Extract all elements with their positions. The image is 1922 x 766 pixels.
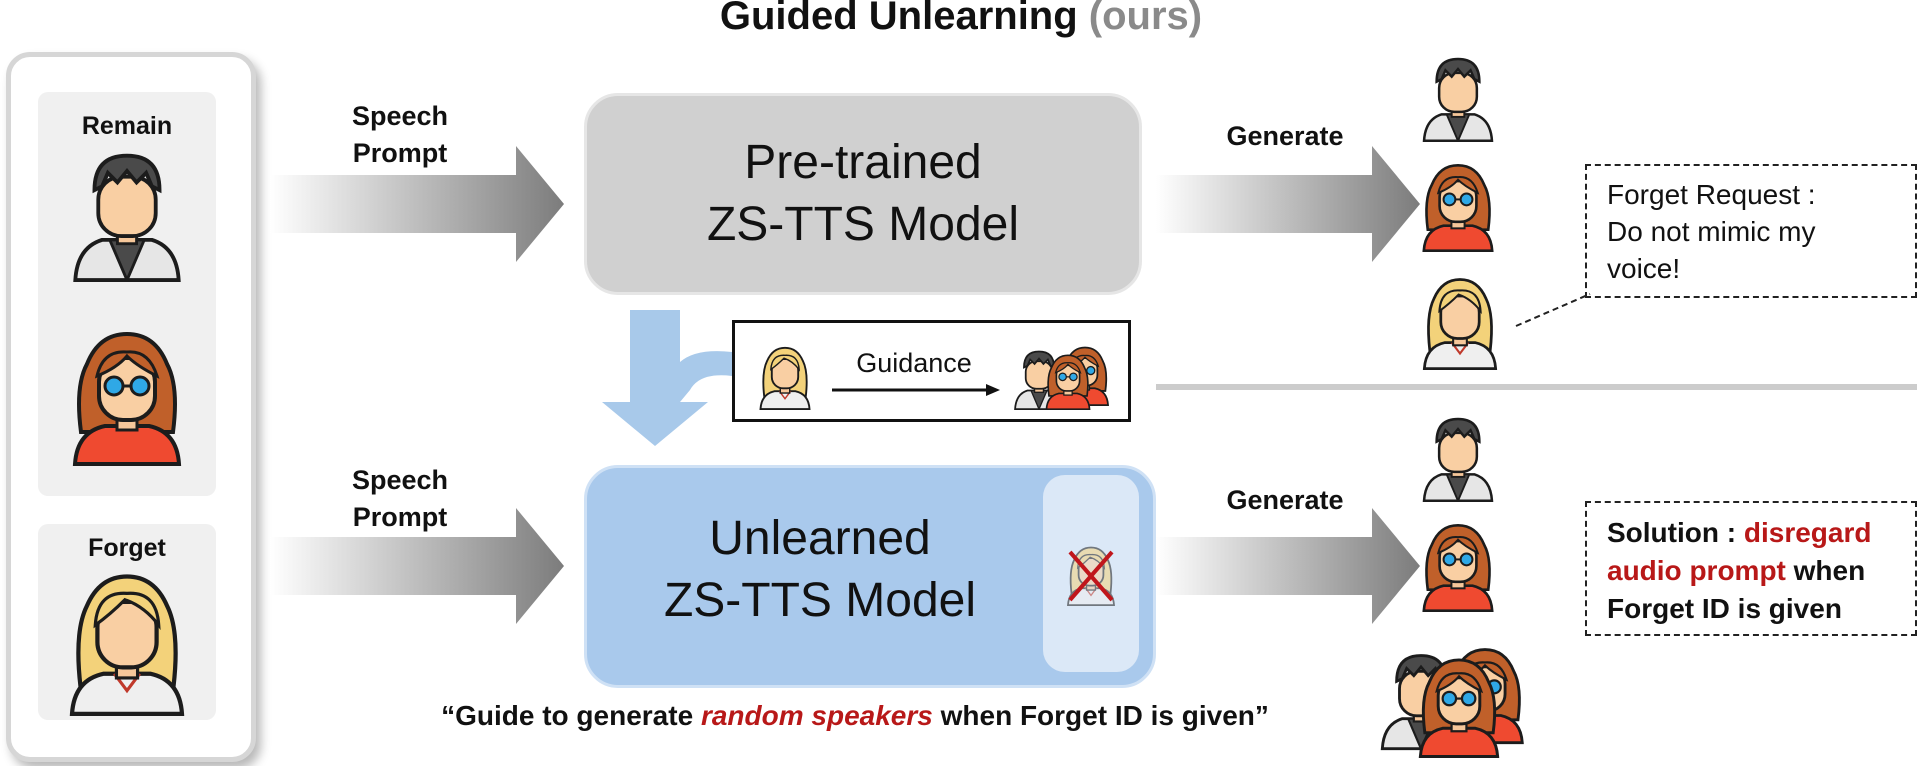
bottom-output-arrow: [1156, 508, 1420, 624]
guidance-down-arrow: [602, 310, 732, 446]
pretrained-model-line1: Pre-trained: [744, 136, 982, 189]
woman-glasses-avatar-icon: [1414, 520, 1502, 612]
remain-label: Remain: [81, 112, 173, 140]
guidance-caption: “Guide to generate random speakers when …: [441, 700, 1269, 731]
woman-glasses-avatar-icon: [60, 326, 194, 466]
unlearned-model-line2: ZS-TTS Model: [663, 574, 977, 627]
top-input-arrow: [270, 146, 564, 262]
bottom-generate-label: Generate: [1226, 485, 1344, 515]
man-avatar-icon: [1414, 54, 1502, 142]
solution-line3: Forget ID is given: [1607, 593, 1842, 624]
man-avatar-icon: [1414, 414, 1502, 502]
top-speech-prompt-label: Speech Prompt: [351, 101, 449, 168]
forget-request-line1: Forget Request :: [1607, 179, 1816, 210]
solution-prefix: Solution: [1607, 517, 1719, 548]
group-avatar-icon: [1378, 640, 1548, 758]
blonde-woman-avatar-icon: [1416, 274, 1504, 370]
title-main: Guided Unlearning: [719, 0, 1078, 38]
unlearned-model-label: Unlearned ZS-TTS Model: [584, 508, 1056, 632]
forget-label: Forget: [88, 534, 166, 562]
guidance-label: Guidance: [856, 348, 972, 378]
pretrained-model-box: Pre-trained ZS-TTS Model: [584, 93, 1142, 295]
top-output-arrow: [1156, 146, 1420, 262]
top-generate-label: Generate: [1226, 121, 1344, 151]
unlearned-model-line1: Unlearned: [709, 512, 931, 565]
bottom-speech-prompt-label: Speech Prompt: [351, 465, 449, 532]
solution-highlight-disregard: disregard: [1743, 517, 1872, 548]
blonde-woman-avatar-icon: [756, 344, 814, 410]
solution-box: Solution : disregard audio prompt when F…: [1585, 501, 1917, 636]
forget-request-line3: voice!: [1607, 253, 1681, 284]
crossed-out-avatar-icon: [1067, 546, 1115, 606]
guidance-arrow: [832, 384, 1000, 396]
bottom-input-arrow: [270, 508, 564, 624]
woman-glasses-avatar-icon: [1414, 160, 1502, 252]
caption-highlight: random speakers: [700, 700, 933, 731]
title-suffix: (ours): [1088, 0, 1203, 38]
group-avatar-icon: [1010, 344, 1126, 410]
section-divider: [1156, 384, 1917, 390]
solution-highlight-audio-prompt: audio prompt: [1607, 555, 1786, 586]
speech-bubble-tail: [1515, 293, 1591, 327]
diagram-title: Guided Unlearning (ours): [0, 0, 1922, 39]
forget-request-bubble: Forget Request : Do not mimic my voice!: [1585, 164, 1917, 298]
man-avatar-icon: [60, 148, 194, 282]
forget-request-line2: Do not mimic my: [1607, 216, 1816, 247]
blonde-woman-avatar-icon: [60, 568, 194, 716]
pretrained-model-line2: ZS-TTS Model: [706, 198, 1020, 251]
